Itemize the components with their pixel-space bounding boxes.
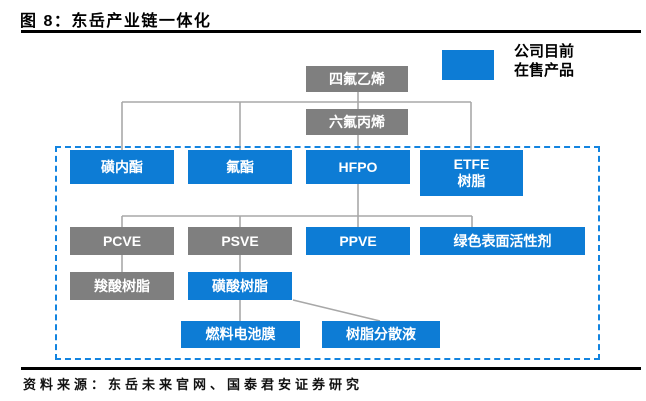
node-etfe-resin: ETFE 树脂 [420, 150, 523, 196]
source-divider-rule [21, 367, 641, 370]
legend-label: 公司目前 在售产品 [514, 42, 574, 80]
node-etfe-resin-line2: 树脂 [457, 173, 486, 189]
onsale-legend-swatch [442, 50, 494, 80]
node-ppve: PPVE [306, 227, 410, 255]
onsale-products-dashed-border [55, 146, 600, 360]
node-hfp: 六氟丙烯 [306, 109, 408, 135]
node-pcve: PCVE [70, 227, 174, 255]
node-fluoro-ester: 氟酯 [188, 150, 292, 184]
legend: 公司目前 在售产品 [442, 42, 574, 80]
node-tfe: 四氟乙烯 [306, 66, 408, 92]
figure-source: 资料来源：东岳未来官网、国泰君安证券研究 [23, 377, 364, 392]
node-sulfonic-resin: 磺酸树脂 [188, 272, 292, 300]
node-carboxylic-resin: 羧酸树脂 [70, 272, 174, 300]
node-resin-dispersion: 树脂分散液 [322, 321, 440, 348]
legend-label-line2: 在售产品 [514, 62, 575, 79]
legend-label-line1: 公司目前 [514, 43, 575, 60]
figure-title: 图 8：东岳产业链一体化 [20, 13, 212, 30]
node-etfe-resin-line1: ETFE [453, 156, 490, 172]
node-fuel-cell-membrane: 燃料电池膜 [181, 321, 300, 348]
node-psve: PSVE [188, 227, 292, 255]
node-sultone: 磺内酯 [70, 150, 174, 184]
title-divider-rule [21, 30, 641, 33]
node-hfpo: HFPO [306, 150, 410, 184]
node-green-surfactant: 绿色表面活性剂 [420, 227, 585, 255]
